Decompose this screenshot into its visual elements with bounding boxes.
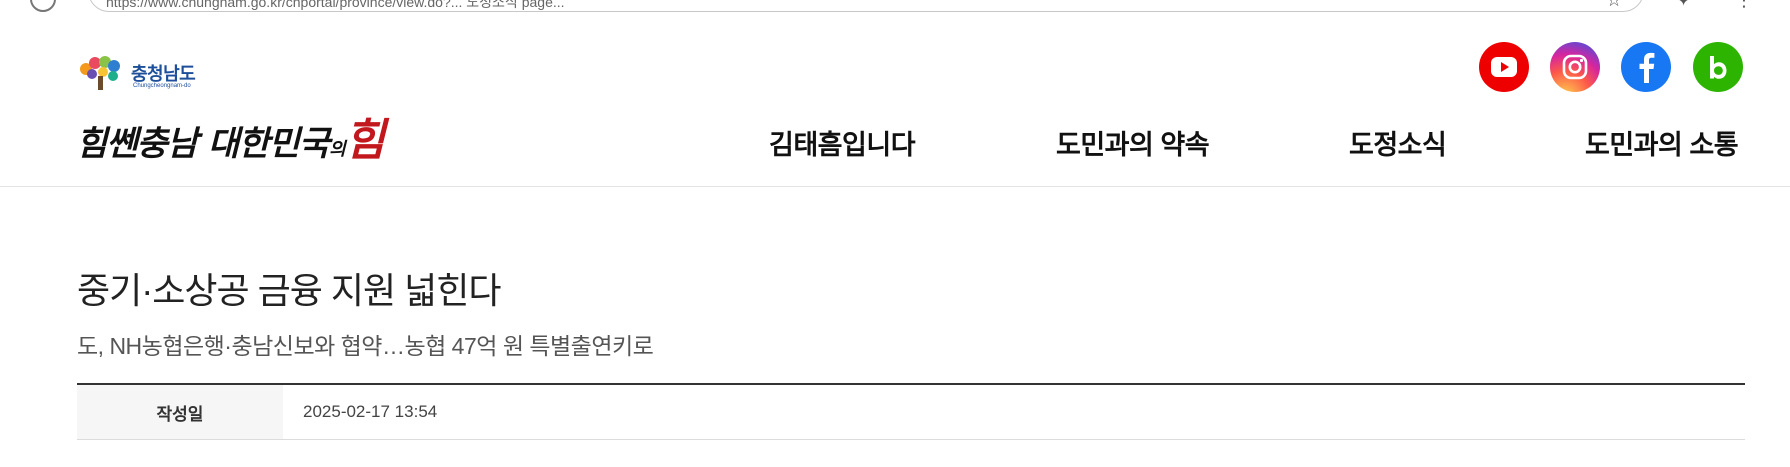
logo-romanized-name: Chungcheongnam-do — [133, 83, 191, 89]
extensions-icon[interactable]: ✦ — [1676, 0, 1692, 10]
slogan-main: 힘쎈충남 대한민국 — [76, 124, 330, 164]
date-label: 작성일 — [77, 385, 283, 439]
youtube-link[interactable] — [1479, 42, 1529, 92]
reload-icon[interactable] — [30, 0, 56, 12]
nav-item-promises[interactable]: 도민과의 약속 — [1056, 130, 1210, 160]
article-subtitle: 도, NH농협은행·충남신보와 협약…농협 47억 원 특별출연키로 — [77, 333, 654, 359]
nav-item-about[interactable]: 김태흠입니다 — [769, 130, 916, 160]
facebook-link[interactable] — [1621, 42, 1671, 92]
facebook-icon — [1639, 52, 1655, 83]
article-meta-table: 작성일 2025-02-17 13:54 — [77, 383, 1745, 440]
blog-icon — [1710, 56, 1727, 79]
youtube-icon — [1491, 57, 1517, 77]
address-bar-url: https://www.chungnam.go.kr/cnportal/prov… — [106, 0, 565, 10]
slogan-power: 힘 — [344, 115, 385, 166]
article-title: 중기·소상공 금융 지원 넓힌다 — [77, 270, 501, 311]
nav-item-communication[interactable]: 도민과의 소통 — [1585, 130, 1739, 160]
browser-menu-icon[interactable]: ⋮ — [1735, 0, 1753, 10]
browser-toolbar: https://www.chungnam.go.kr/cnportal/prov… — [0, 0, 1790, 20]
site-header: 충청남도 Chungcheongnam-do 힘쎈충남 대한민국의힘 — [0, 20, 1790, 187]
instagram-link[interactable] — [1550, 42, 1600, 92]
bookmark-star-icon[interactable]: ☆ — [1606, 0, 1623, 10]
logo-name: 충청남도 — [131, 64, 196, 84]
blog-link[interactable] — [1693, 42, 1743, 92]
instagram-icon — [1562, 54, 1588, 80]
slogan: 힘쎈충남 대한민국의힘 — [76, 104, 385, 166]
chungnam-emblem-icon — [80, 56, 120, 90]
slogan-particle: 의 — [329, 139, 346, 160]
date-value: 2025-02-17 13:54 — [303, 402, 438, 421]
nav-item-news[interactable]: 도정소식 — [1349, 130, 1447, 160]
